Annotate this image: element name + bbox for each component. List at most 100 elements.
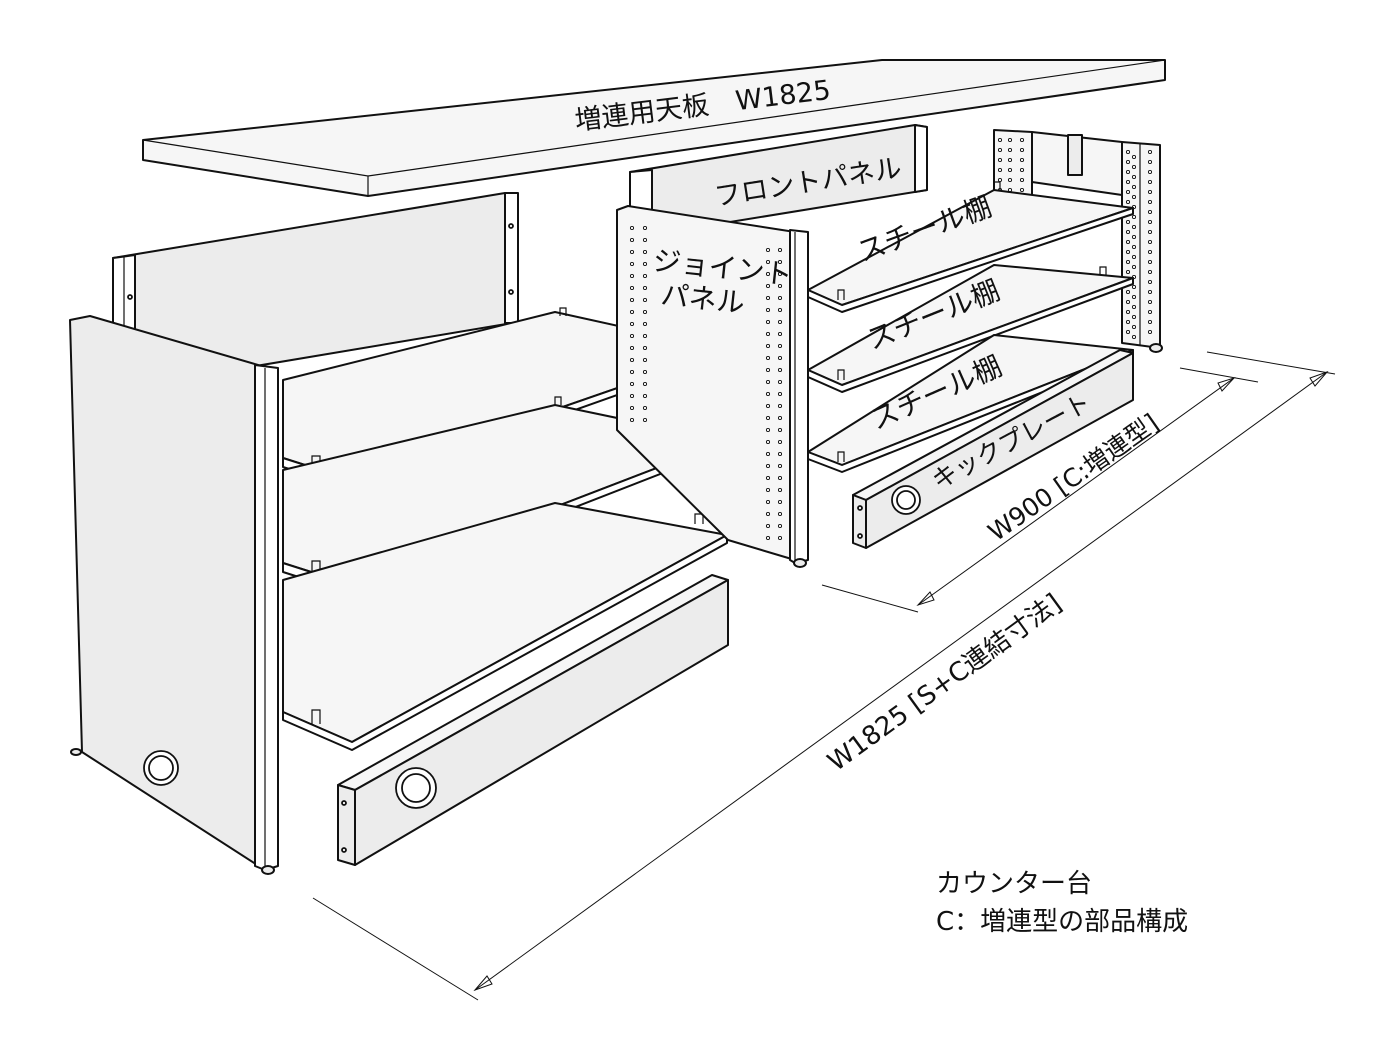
- perforation-dot: [1125, 199, 1131, 205]
- perforation-dot: [1147, 239, 1153, 245]
- perforation-dot: [1147, 159, 1153, 165]
- perforation-dot: [777, 451, 783, 457]
- perforation-dot: [1131, 314, 1137, 320]
- perforation-dot: [1125, 229, 1131, 235]
- perforation-dot: [765, 355, 771, 361]
- perforation-dot: [642, 405, 648, 411]
- perforation-dot: [1125, 309, 1131, 315]
- perforation-dot: [777, 475, 783, 481]
- perforation-dot: [777, 319, 783, 325]
- perforation-dot: [765, 367, 771, 373]
- perforation-dot: [1147, 149, 1153, 155]
- perforation-dot: [1125, 299, 1131, 305]
- perforation-dot: [1131, 154, 1137, 160]
- perforation-dot: [777, 271, 783, 277]
- perforation-dot: [1147, 199, 1153, 205]
- left-kick-plate: [337, 574, 729, 866]
- perforation-dot: [765, 523, 771, 529]
- perforation-dot: [642, 285, 648, 291]
- perforation-dot: [642, 321, 648, 327]
- perforation-dot: [777, 499, 783, 505]
- right-shelf-upper: [807, 181, 1134, 313]
- perforation-dot: [765, 403, 771, 409]
- perforation-dot: [1147, 319, 1153, 325]
- perforation-dot: [765, 439, 771, 445]
- perforation-dot: [777, 295, 783, 301]
- perforation-dot: [1019, 157, 1025, 163]
- perforation-dot: [765, 343, 771, 349]
- perforation-dot: [1007, 147, 1013, 153]
- perforation-dot: [1147, 279, 1153, 285]
- dimension-w1825: [312, 351, 1336, 1001]
- perforation-dot: [777, 367, 783, 373]
- perforation-dot: [642, 369, 648, 375]
- perforation-dot: [777, 403, 783, 409]
- perforation-dot: [642, 297, 648, 303]
- perforation-dot: [777, 247, 783, 253]
- perforation-dot: [777, 355, 783, 361]
- perforation-dot: [777, 379, 783, 385]
- perforation-dot: [629, 285, 635, 291]
- perforation-dot: [777, 331, 783, 337]
- perforation-dot: [997, 177, 1003, 183]
- perforation-dot: [1125, 169, 1131, 175]
- perforation-dot: [777, 487, 783, 493]
- perforation-dot: [765, 259, 771, 265]
- perforation-dot: [997, 157, 1003, 163]
- perforation-dot: [642, 381, 648, 387]
- perforation-dot: [1131, 294, 1137, 300]
- perforation-dot: [777, 283, 783, 289]
- right-end-frame: [993, 129, 1163, 353]
- perforation-dot: [777, 307, 783, 313]
- perforation-dot: [765, 247, 771, 253]
- perforation-dot: [629, 393, 635, 399]
- left-side-panel: [69, 315, 279, 875]
- perforation-dot: [1125, 219, 1131, 225]
- perforation-dot: [765, 379, 771, 385]
- perforation-dot: [765, 475, 771, 481]
- perforation-dot: [1131, 164, 1137, 170]
- dimension-w900: [821, 367, 1259, 613]
- perforation-dot: [1007, 167, 1013, 173]
- caption-line-1: カウンター台: [936, 869, 1092, 899]
- perforation-dot: [1125, 149, 1131, 155]
- perforation-dot: [629, 333, 635, 339]
- perforation-dot: [629, 261, 635, 267]
- perforation-dot: [765, 487, 771, 493]
- perforation-dot: [1147, 169, 1153, 175]
- perforation-dot: [642, 225, 648, 231]
- perforation-dot: [1125, 269, 1131, 275]
- perforation-dot: [765, 319, 771, 325]
- perforation-dot: [1007, 177, 1013, 183]
- perforation-dot: [1131, 194, 1137, 200]
- perforation-dot: [1131, 264, 1137, 270]
- perforation-dot: [642, 249, 648, 255]
- perforation-dot: [1125, 159, 1131, 165]
- perforation-dot: [1125, 319, 1131, 325]
- perforation-dot: [1147, 299, 1153, 305]
- perforation-dot: [765, 271, 771, 277]
- perforation-dot: [1147, 309, 1153, 315]
- perforation-dot: [1131, 334, 1137, 340]
- perforation-dot: [765, 295, 771, 301]
- perforation-dot: [765, 283, 771, 289]
- left-shelf-lower: [282, 502, 728, 751]
- perforation-dot: [765, 499, 771, 505]
- left-back-panel: [112, 192, 519, 396]
- perforation-dot: [1131, 244, 1137, 250]
- perforation-dot: [1125, 329, 1131, 335]
- right-kick-plate: [852, 349, 1134, 549]
- perforation-dot: [629, 405, 635, 411]
- perforation-dot: [777, 391, 783, 397]
- perforation-dot: [1019, 137, 1025, 143]
- perforation-dot: [1019, 177, 1025, 183]
- perforation-dot: [629, 369, 635, 375]
- perforation-dot: [1147, 259, 1153, 265]
- perforation-dot: [777, 343, 783, 349]
- perforation-dot: [777, 427, 783, 433]
- perforation-dot: [642, 309, 648, 315]
- perforation-dot: [765, 511, 771, 517]
- perforation-dot: [642, 345, 648, 351]
- perforation-dot: [1147, 179, 1153, 185]
